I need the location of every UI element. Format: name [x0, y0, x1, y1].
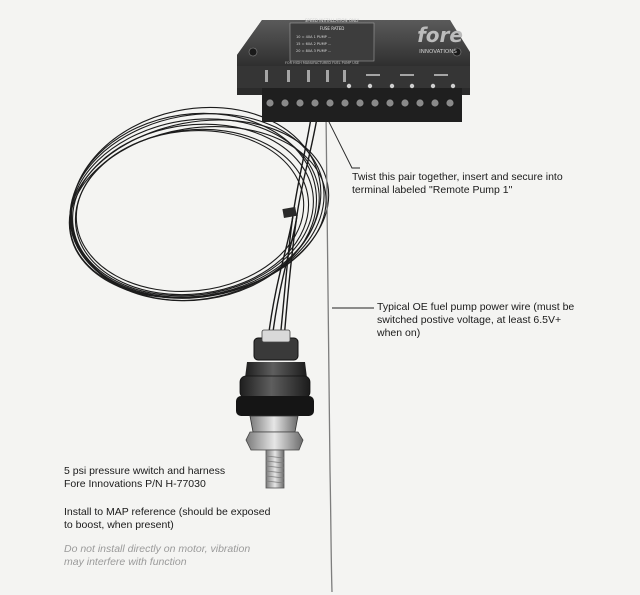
fuse-title: FUSE RATED — [320, 26, 345, 31]
switch-title-text: 5 psi pressure wwitch and harness Fore I… — [64, 465, 226, 490]
callout-switch: 5 psi pressure wwitch and harness Fore I… — [64, 465, 225, 491]
callout-twist-pair-text: Twist this pair together, insert and sec… — [352, 171, 563, 196]
terminal-labels — [265, 70, 448, 82]
callout-twist-pair: Twist this pair together, insert and sec… — [352, 171, 563, 197]
callout-warning: Do not install directly on motor, vibrat… — [64, 543, 250, 569]
fuse-label-panel — [289, 22, 375, 62]
warning-text: Do not install directly on motor, vibrat… — [64, 543, 251, 568]
callout-leaders — [321, 107, 374, 309]
threaded-port — [265, 449, 285, 489]
fuse-row-2: 15 = 60A 2 PUMP ... — [296, 42, 331, 46]
hex-nut — [245, 431, 304, 451]
zip-tie — [282, 206, 297, 218]
header-text: SPEED INSTALLATION ONLY — [305, 18, 360, 23]
connector-plug — [261, 329, 291, 343]
mount-hole-right — [452, 47, 462, 57]
callout-oe-wire: Typical OE fuel pump power wire (must be… — [377, 301, 574, 340]
fuse-row-3: 20 = 80A 3 PUMP ... — [296, 49, 331, 53]
harness-coil — [68, 106, 330, 302]
controller-box: SPEED INSTALLATION ONLY FUSE RATED 10 = … — [237, 18, 470, 122]
map-install-text: Install to MAP reference (should be expo… — [64, 506, 271, 531]
terminal-block — [265, 98, 455, 108]
mount-hole-left — [248, 47, 258, 57]
pressure-switch — [236, 329, 314, 489]
callout-map-install: Install to MAP reference (should be expo… — [64, 506, 270, 532]
bottom-text: FOR HIGH MANUFACTURED FUEL PUMP USE — [285, 61, 359, 65]
callout-oe-wire-text: Typical OE fuel pump power wire (must be… — [377, 301, 575, 339]
oe-pump-power-wire — [325, 111, 333, 593]
fuse-row-1: 10 = 40A 1 PUMP ... — [296, 35, 331, 39]
brand-sub: INNOVATIONS — [419, 49, 457, 55]
terminal-plus-markers — [346, 83, 456, 89]
brand-logo: fore — [417, 23, 463, 47]
